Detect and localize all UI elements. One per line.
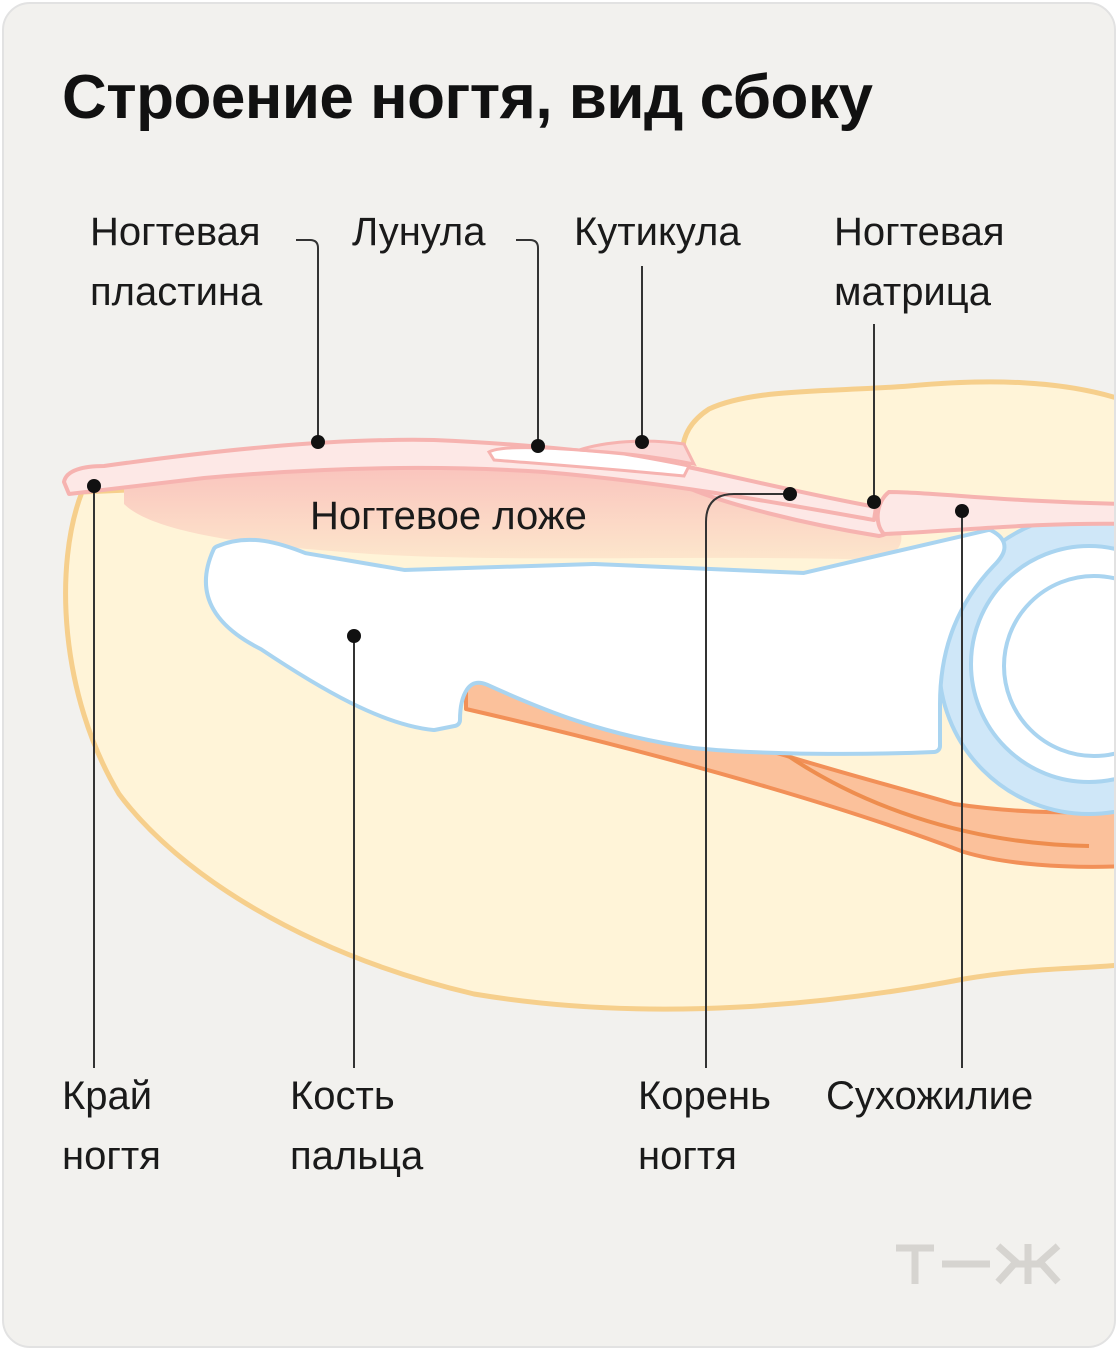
dot-nail-edge xyxy=(87,479,101,493)
leader-nail-root xyxy=(705,493,790,1068)
tzh-logo xyxy=(896,1243,1061,1285)
dot-lunula xyxy=(531,439,545,453)
dot-cuticle xyxy=(635,435,649,449)
cuticle-shape xyxy=(578,439,697,467)
label-lunula: Лунула xyxy=(352,210,486,254)
nail-anatomy-diagram xyxy=(62,239,1114,1068)
label-nail-root: Корень ногтя xyxy=(638,1074,771,1178)
label-nail-bed: Ногтевое ложе xyxy=(310,494,587,538)
diagram-title: Строение ногтя, вид сбоку xyxy=(62,63,873,132)
label-finger-bone: Кость пальца xyxy=(290,1074,424,1178)
label-nail-matrix: Ногтевая матрица xyxy=(834,210,1005,314)
leader-lunula xyxy=(516,239,539,446)
label-tendon: Сухожилие xyxy=(826,1074,1034,1118)
dot-nail-root xyxy=(783,487,797,501)
label-nail-plate: Ногтевая пластина xyxy=(90,210,263,314)
label-nail-edge: Край ногтя xyxy=(62,1074,161,1178)
label-cuticle: Кутикула xyxy=(574,210,741,254)
leader-nail-plate xyxy=(296,239,319,442)
joint-core xyxy=(1002,574,1114,758)
nail-plate-shape xyxy=(62,437,878,522)
dot-nail-matrix xyxy=(867,495,881,509)
dot-tendon xyxy=(955,504,969,518)
dot-finger-bone xyxy=(347,629,361,643)
dot-nail-plate xyxy=(311,435,325,449)
cuticle-fold xyxy=(875,489,1114,537)
tendon-fiber xyxy=(772,744,1090,848)
